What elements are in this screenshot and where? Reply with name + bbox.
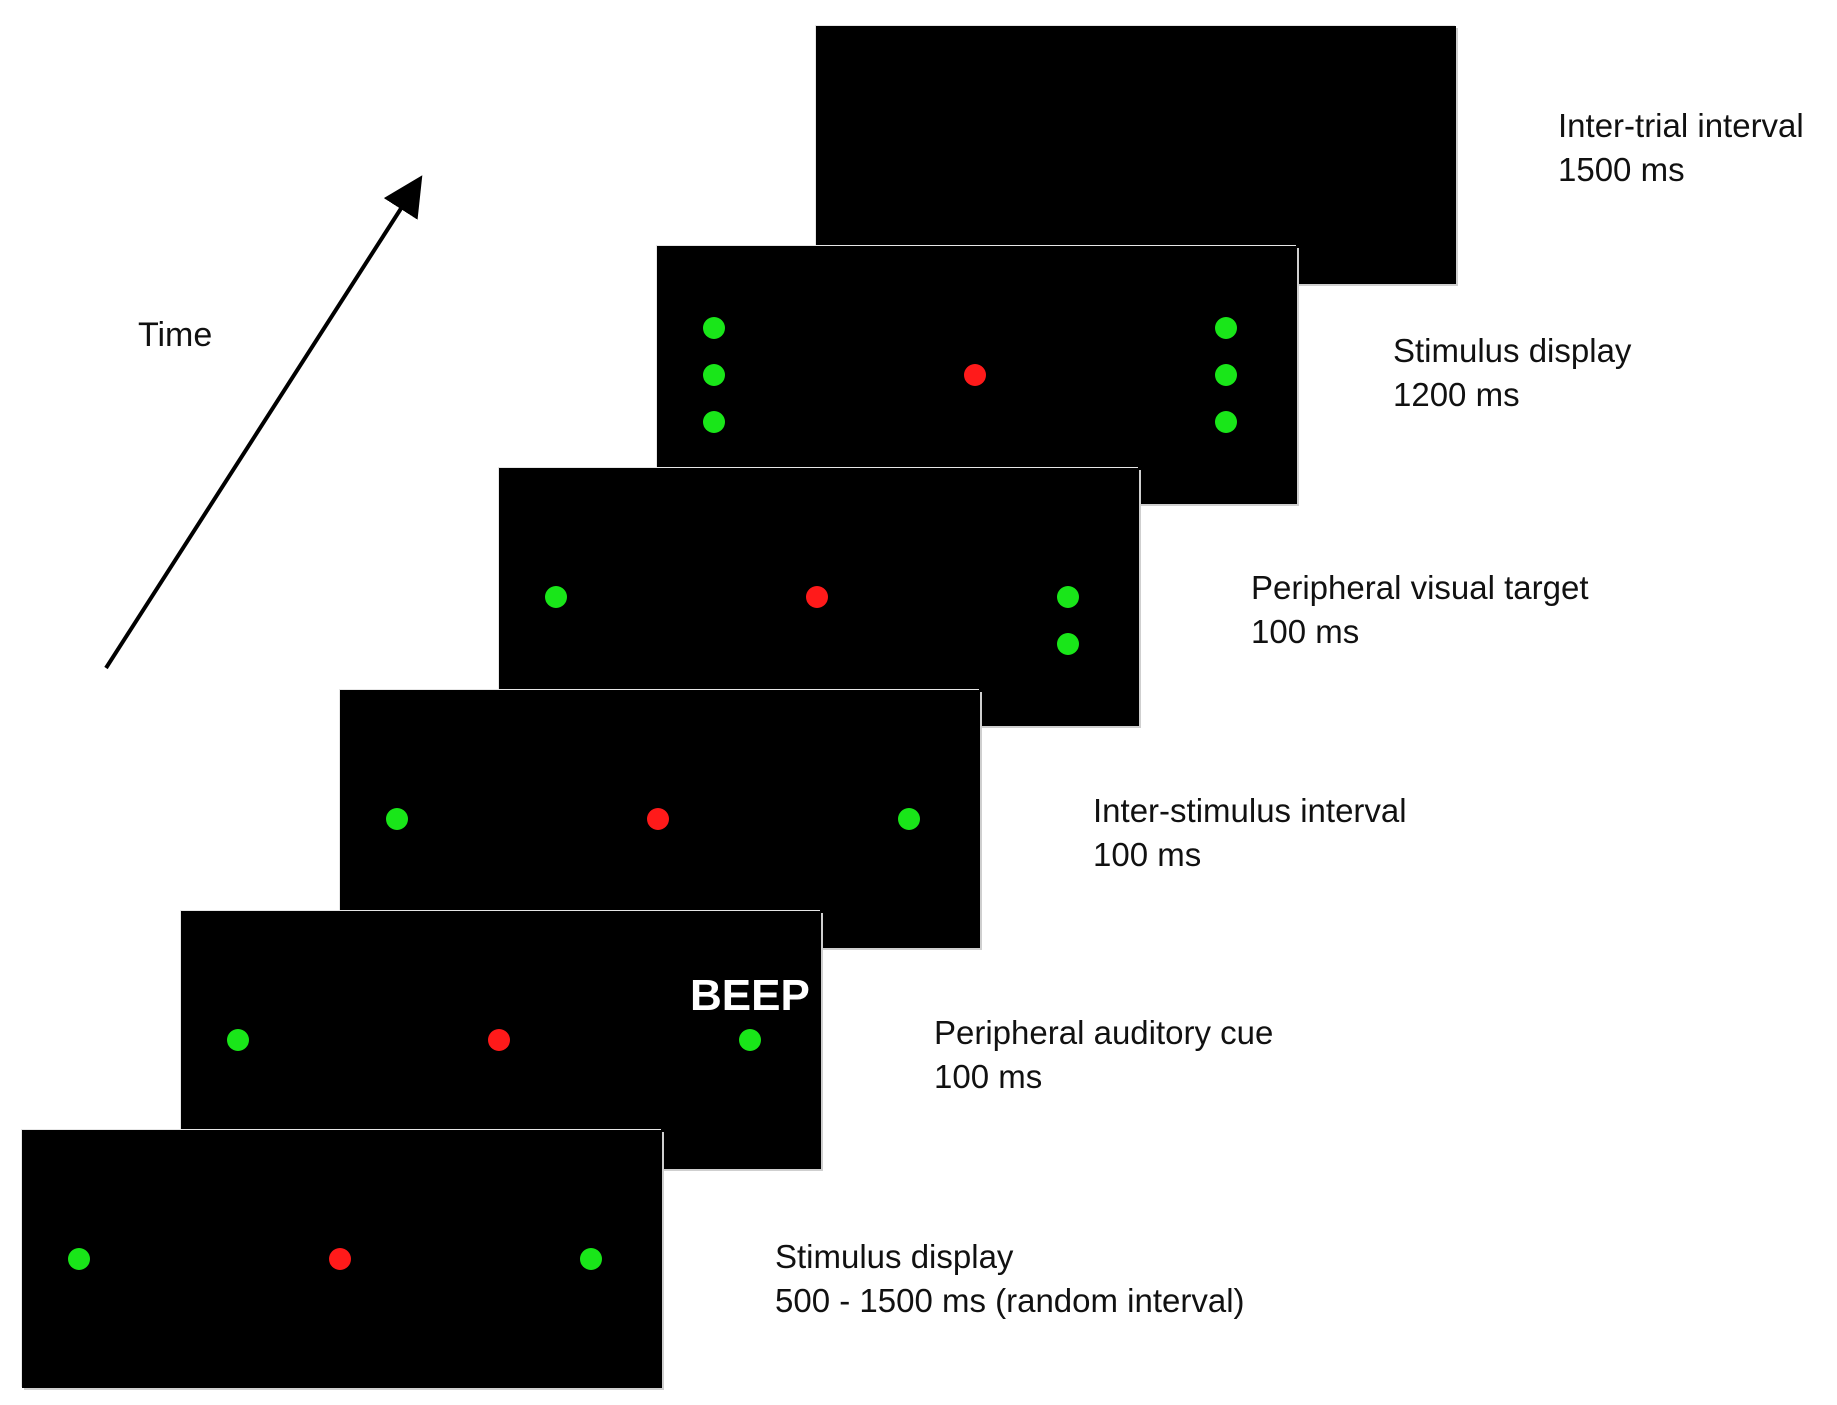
right-peripheral-dot — [1215, 411, 1237, 433]
time-arrow-shaft — [104, 175, 423, 670]
left-peripheral-dot — [386, 808, 408, 830]
left-peripheral-dot — [227, 1029, 249, 1051]
frame-duration: 1200 ms — [1393, 376, 1520, 413]
frame-inter-stimulus-interval — [340, 690, 980, 948]
right-peripheral-dot — [1215, 317, 1237, 339]
frame-duration: 1500 ms — [1558, 151, 1685, 188]
frame-duration: 100 ms — [1251, 613, 1360, 650]
frame-name: Stimulus display — [1393, 332, 1632, 369]
right-peripheral-dot — [1057, 633, 1079, 655]
beep-text: BEEP — [690, 971, 810, 1020]
left-peripheral-dot — [703, 411, 725, 433]
frame-duration: 100 ms — [934, 1058, 1043, 1095]
frame-stimulus-display-initial — [22, 1130, 662, 1388]
left-peripheral-dot — [703, 317, 725, 339]
label-peripheral-auditory-cue: Peripheral auditory cue 100 ms — [934, 1011, 1273, 1099]
time-label: Time — [138, 316, 213, 354]
right-peripheral-dot — [580, 1248, 602, 1270]
fixation-dot — [964, 364, 986, 386]
label-inter-stimulus-interval: Inter-stimulus interval 100 ms — [1093, 789, 1407, 877]
frame-inter-trial-interval — [816, 26, 1456, 284]
frame-name: Inter-trial interval — [1558, 107, 1804, 144]
fixation-dot — [806, 586, 828, 608]
right-peripheral-dot — [739, 1029, 761, 1051]
frame-duration: 100 ms — [1093, 836, 1202, 873]
left-peripheral-dot — [68, 1248, 90, 1270]
frame-peripheral-auditory-cue: BEEP — [181, 911, 821, 1169]
right-peripheral-dot — [1215, 364, 1237, 386]
label-stimulus-display-final: Stimulus display 1200 ms — [1393, 329, 1631, 417]
label-stimulus-display-initial: Stimulus display 500 - 1500 ms (random in… — [775, 1235, 1245, 1323]
left-peripheral-dot — [703, 364, 725, 386]
right-peripheral-dot — [898, 808, 920, 830]
frame-name: Peripheral visual target — [1251, 569, 1589, 606]
frame-name: Inter-stimulus interval — [1093, 792, 1407, 829]
fixation-dot — [329, 1248, 351, 1270]
fixation-dot — [647, 808, 669, 830]
frame-stimulus-display-final — [657, 246, 1297, 504]
frame-duration: 500 - 1500 ms (random interval) — [775, 1282, 1245, 1319]
right-peripheral-dot — [1057, 586, 1079, 608]
left-peripheral-dot — [545, 586, 567, 608]
frame-name: Peripheral auditory cue — [934, 1014, 1274, 1051]
frame-name: Stimulus display — [775, 1238, 1014, 1275]
frame-peripheral-visual-target — [499, 468, 1139, 726]
label-inter-trial-interval: Inter-trial interval 1500 ms — [1558, 104, 1804, 192]
label-peripheral-visual-target: Peripheral visual target 100 ms — [1251, 566, 1589, 654]
fixation-dot — [488, 1029, 510, 1051]
